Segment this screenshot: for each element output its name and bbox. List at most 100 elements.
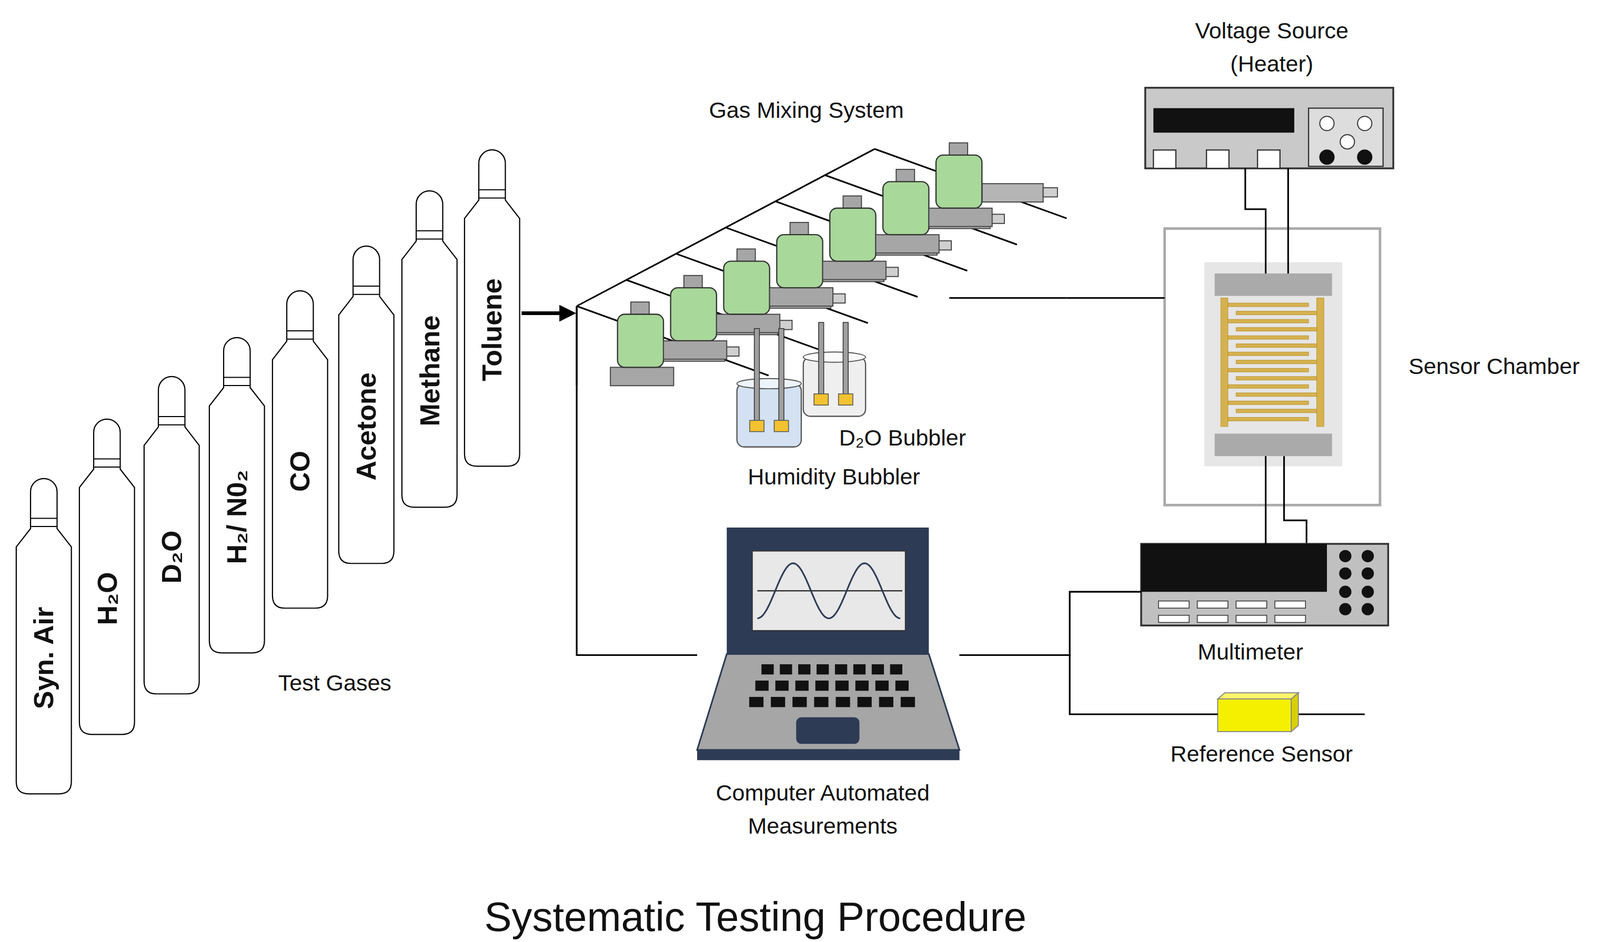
multimeter-button xyxy=(1361,603,1374,616)
cylinder-outline xyxy=(338,246,395,564)
interdigitated-electrode xyxy=(1235,360,1317,365)
keyboard-key xyxy=(761,664,774,675)
node-label: Multimeter xyxy=(1197,638,1304,667)
bubbler-tube xyxy=(818,322,824,397)
laptop-computer xyxy=(796,717,860,744)
laptop-computer xyxy=(752,551,906,631)
multimeter-button xyxy=(1339,586,1352,599)
mass-flow-controller xyxy=(663,340,727,360)
mass-flow-controller xyxy=(769,287,833,307)
interdigitated-electrode xyxy=(1228,384,1309,389)
cylinder-collar xyxy=(416,238,444,240)
connector xyxy=(1264,505,1267,545)
keyboard-key xyxy=(834,664,848,675)
node-label: D₂O Bubbler xyxy=(839,424,966,452)
voltage-source-instrument xyxy=(1153,149,1176,169)
laptop-computer xyxy=(726,527,929,655)
bubbler-beaker xyxy=(737,378,802,389)
signal-trace xyxy=(757,563,901,619)
interdigitated-electrode xyxy=(1228,335,1309,340)
node-label: Gas Mixing System xyxy=(708,96,904,125)
mass-flow-controller xyxy=(829,208,876,262)
gas-cylinder: Syn. Air xyxy=(14,477,74,794)
keyboard-key xyxy=(798,664,811,675)
interdigitated-electrode xyxy=(1228,417,1309,421)
gas-cylinder: Methane xyxy=(399,189,460,508)
multimeter-button xyxy=(1274,615,1306,623)
cylinder-outline xyxy=(79,419,135,735)
keyboard-key xyxy=(835,697,850,708)
gas-cylinder: CO xyxy=(270,289,330,609)
interdigitated-electrode xyxy=(1220,297,1229,427)
cylinder-label: Toluene xyxy=(475,278,509,381)
reference-sensor-box xyxy=(1217,699,1292,732)
connector xyxy=(959,655,1219,715)
gas-manifold xyxy=(949,297,1067,299)
cylinder-label: Methane xyxy=(413,315,447,427)
gas-mixing-system: Gas Mixing System xyxy=(576,97,1067,386)
keyboard-key xyxy=(749,664,915,708)
gas-cylinder: Acetone xyxy=(336,245,397,564)
multimeter-button xyxy=(1361,550,1374,563)
cylinder-outline xyxy=(209,337,265,653)
bubbler-tube xyxy=(842,322,849,397)
voltage-source-instrument xyxy=(1257,149,1281,169)
cylinder-collar xyxy=(30,526,57,528)
heater-wire xyxy=(1264,456,1267,506)
connector xyxy=(1287,168,1290,229)
cylinder-outline xyxy=(270,289,330,609)
keyboard-key xyxy=(857,697,872,708)
connector xyxy=(521,311,568,316)
node-label: Humidity Bubbler xyxy=(747,463,920,491)
keyboard-key xyxy=(755,680,769,691)
keyboard-key xyxy=(770,697,786,708)
voltage-source-instrument xyxy=(1319,116,1334,131)
cylinder-outline xyxy=(272,290,328,609)
cylinder-outline xyxy=(144,376,200,694)
bubbler-frit xyxy=(773,420,789,432)
multimeter-button xyxy=(1274,601,1306,609)
heater-wire xyxy=(1245,168,1266,274)
laptop-computer xyxy=(697,527,960,761)
bubbler-frit xyxy=(813,394,829,406)
keyboard-key xyxy=(875,680,889,691)
cylinder-collar xyxy=(93,467,120,469)
multimeter-button xyxy=(1235,601,1267,609)
cylinder-collar xyxy=(353,293,380,295)
interdigitated-electrode xyxy=(1235,376,1317,381)
laptop-computer xyxy=(697,750,960,761)
interdigitated-electrode xyxy=(1235,344,1317,348)
cylinder-label: CO xyxy=(283,450,317,492)
cylinder-label: Acetone xyxy=(349,372,383,481)
multimeter-button xyxy=(1339,567,1352,580)
keyboard-key xyxy=(779,664,792,675)
keyboard-key xyxy=(792,697,807,708)
mass-flow-controller xyxy=(842,195,862,209)
interdigitated-electrode xyxy=(1235,393,1317,397)
cylinder-collar xyxy=(223,377,250,379)
bubbler-beaker xyxy=(737,383,802,447)
sensor-chamber-housing xyxy=(1214,434,1333,457)
bubbler-beaker xyxy=(803,357,866,417)
mass-flow-controller xyxy=(949,143,968,157)
sensor-chamber-housing xyxy=(1164,228,1381,506)
voltage-source-instrument xyxy=(1145,87,1394,169)
cylinder-collar xyxy=(416,230,444,232)
gas-cylinder: D₂O xyxy=(142,375,202,694)
bubbler-tube xyxy=(754,322,849,423)
connector xyxy=(576,306,698,656)
cylinder-collar xyxy=(223,385,250,387)
cylinder-label: D₂O xyxy=(155,530,188,584)
keyboard-key xyxy=(835,680,849,691)
multimeter-button xyxy=(1158,601,1190,609)
cylinder-outline xyxy=(401,190,458,508)
multimeter-button xyxy=(1361,586,1374,599)
sensor-chamber: Sensor Chamber xyxy=(1164,228,1381,506)
cylinder-collar xyxy=(286,338,314,340)
humidity-bubbler: Humidity Bubbler xyxy=(737,379,802,448)
multimeter: Multimeter xyxy=(1141,544,1388,626)
cylinder-collar xyxy=(93,458,120,460)
multimeter-instrument xyxy=(1141,544,1388,626)
reference-sensor-box xyxy=(1217,692,1365,732)
